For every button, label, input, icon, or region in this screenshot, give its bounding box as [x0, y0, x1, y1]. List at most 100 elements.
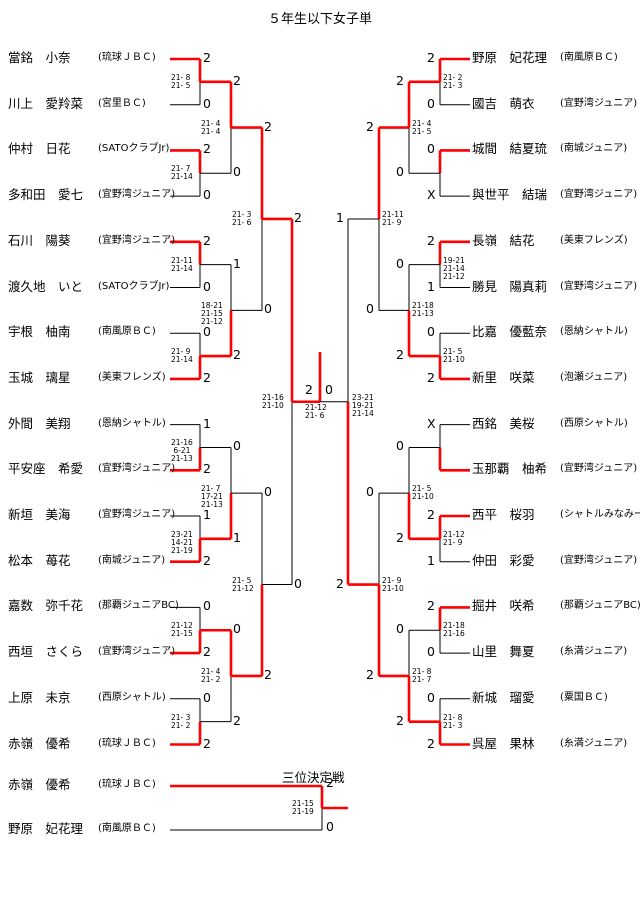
player-name: 山里 舞夏 — [472, 644, 535, 660]
page-title: ５年生以下女子単 — [267, 12, 372, 27]
player-name: 嘉数 弥千花 — [8, 598, 84, 614]
match-score: 21- 3 21- 6 — [232, 209, 252, 227]
result-score: 2 — [233, 712, 241, 728]
result-score: 0 — [233, 164, 241, 180]
player-club: (宜野湾ジュニア) — [560, 554, 638, 566]
result-score: 2 — [203, 369, 211, 385]
player-name: 當銘 小奈 — [8, 50, 71, 65]
match-score: 21-16 21-10 — [262, 392, 284, 410]
result-score: 2 — [203, 461, 211, 477]
result-score: 0 — [427, 141, 435, 157]
player-name: 新里 咲菜 — [472, 369, 535, 385]
player-club: (恩納シャトル) — [98, 417, 166, 429]
player-name: 比嘉 優藍奈 — [472, 324, 548, 340]
result-score: 2 — [233, 72, 241, 88]
match-score: 21- 4 21- 2 — [201, 666, 221, 684]
player-club: (糸満ジュニア) — [560, 737, 628, 749]
result-score: 0 — [203, 278, 211, 294]
player-club: (宮里ＢＣ) — [98, 97, 146, 109]
result-score: 0 — [203, 324, 211, 340]
third-place-title: 三位決定戦 — [282, 770, 345, 785]
player-club: (南城ジュニア) — [98, 554, 166, 566]
match-score: 21- 8 21- 7 — [412, 666, 432, 684]
player-club: (宜野湾ジュニア) — [98, 463, 176, 475]
player-name: 國吉 萌衣 — [472, 95, 535, 111]
player-name: 仲村 日花 — [8, 141, 71, 157]
player-club: (南風原ＢＣ) — [560, 52, 618, 63]
result-score: 2 — [203, 735, 211, 751]
player-club: (西原シャトル) — [560, 417, 628, 429]
result-score: 0 — [325, 382, 333, 397]
player-name: 城間 結夏琉 — [472, 141, 548, 157]
result-score: 2 — [305, 382, 313, 397]
player-club: (宜野湾ジュニア) — [98, 234, 176, 246]
result-score: 2 — [264, 118, 272, 134]
match-score: 19-21 21-14 21-12 — [443, 255, 465, 281]
result-score: X — [427, 187, 436, 203]
result-score: 1 — [233, 529, 241, 545]
match-score: 18-21 21-15 21-12 — [201, 301, 223, 327]
player-club: (南城ジュニア) — [560, 143, 628, 155]
result-score: 0 — [427, 324, 435, 340]
player-name: 呉屋 果林 — [472, 735, 535, 751]
player-club: (宜野湾ジュニア) — [98, 189, 176, 201]
result-score: 1 — [427, 552, 435, 568]
match-score: 21- 9 21-14 — [171, 347, 193, 365]
result-score: 0 — [366, 301, 374, 317]
player-name: 野原 妃花理 — [8, 821, 84, 836]
player-name: 西垣 さくら — [8, 644, 84, 660]
player-name: 松本 苺花 — [8, 552, 71, 568]
player-club: (シャトルみなみーず) — [560, 509, 640, 520]
player-name: 西平 桜羽 — [472, 507, 535, 522]
player-name: 石川 陽葵 — [8, 232, 71, 248]
match-score: 21- 8 21- 3 — [443, 712, 463, 730]
player-name: 玉城 璃星 — [8, 369, 71, 385]
match-score: 21- 2 21- 3 — [443, 72, 463, 90]
result-score: 2 — [203, 644, 211, 660]
result-score: 2 — [326, 775, 334, 790]
player-name: 與世平 結瑞 — [472, 187, 548, 203]
player-name: 新垣 美海 — [8, 507, 71, 522]
player-club: (恩納シャトル) — [560, 326, 628, 338]
player-club: (宜野湾ジュニア) — [560, 463, 638, 475]
player-name: 多和田 愛七 — [8, 187, 84, 203]
result-score: 2 — [264, 666, 272, 682]
result-score: 2 — [427, 50, 435, 65]
match-score: 21- 4 21- 5 — [412, 118, 432, 136]
result-score: 2 — [233, 347, 241, 363]
player-name: 仲田 彩愛 — [472, 552, 535, 568]
match-score: 21- 8 21- 5 — [171, 72, 191, 90]
result-score: X — [427, 415, 436, 431]
match-score: 21- 5 21-10 — [443, 347, 465, 365]
match-score: 21- 5 21-12 — [232, 575, 254, 593]
result-score: 0 — [294, 575, 302, 591]
player-name: 長嶺 結花 — [472, 232, 535, 248]
match-score: 21- 7 17-21 21-13 — [201, 484, 223, 510]
match-score: 21- 3 21- 2 — [171, 712, 191, 730]
player-name: 上原 未京 — [8, 689, 71, 705]
player-club: (西原シャトル) — [98, 691, 166, 703]
player-name: 外間 美翔 — [8, 415, 71, 431]
result-score: 0 — [326, 819, 334, 834]
player-club: (SATOクラブJr) — [98, 143, 170, 155]
player-name: 掘井 咲希 — [472, 598, 535, 614]
result-score: 2 — [203, 50, 211, 65]
result-score: 0 — [233, 438, 241, 454]
player-club: (美東フレンズ) — [560, 234, 628, 246]
result-score: 0 — [203, 187, 211, 203]
result-score: 0 — [427, 95, 435, 111]
result-score: 0 — [396, 164, 404, 180]
result-score: 1 — [203, 507, 211, 522]
player-name: 宇根 柚南 — [8, 324, 71, 340]
match-score: 21-12 21- 6 — [305, 403, 327, 420]
result-score: 2 — [203, 552, 211, 568]
result-score: 2 — [427, 735, 435, 751]
player-club: (泡瀬ジュニア) — [560, 371, 628, 383]
match-score: 21-18 21-13 — [412, 301, 434, 319]
player-club: (南風原ＢＣ) — [98, 823, 156, 834]
player-club: (美東フレンズ) — [98, 371, 166, 383]
result-score: 2 — [427, 232, 435, 248]
match-score: 21-18 21-16 — [443, 621, 465, 639]
result-score: 2 — [294, 209, 302, 225]
match-score: 21-11 21-14 — [171, 255, 193, 273]
